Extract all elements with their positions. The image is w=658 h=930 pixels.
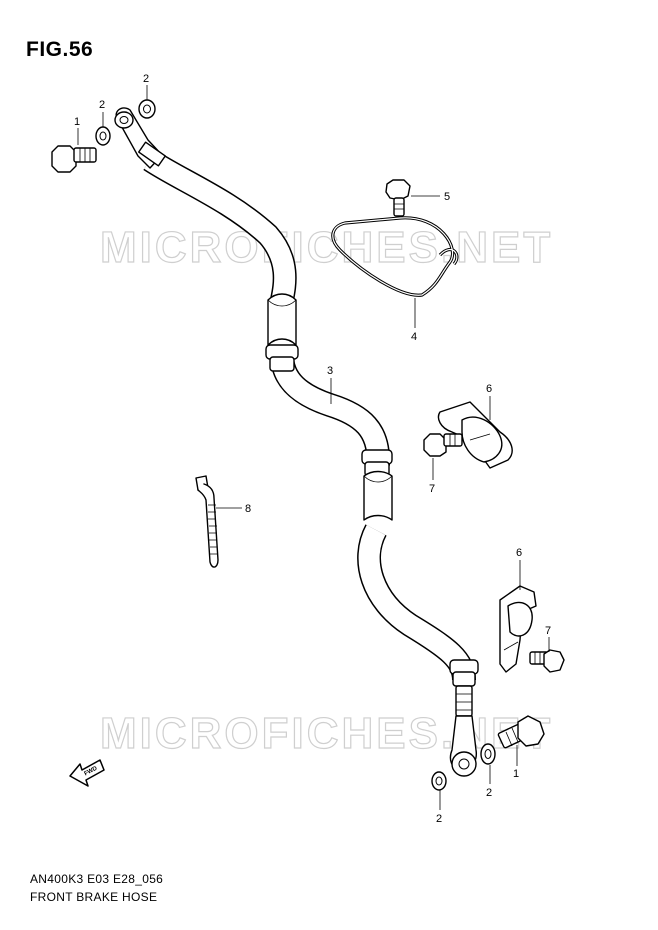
watermark-top: MICROFICHES.NET (100, 223, 553, 272)
washer-lower-a[interactable] (480, 743, 496, 765)
callout-7-upper: 7 (429, 483, 435, 495)
callout-6-upper: 6 (486, 383, 492, 395)
bolt-7-lower[interactable] (529, 649, 565, 673)
brake-hose[interactable] (114, 107, 479, 777)
callout-1-lower: 1 (513, 768, 519, 780)
callout-2-lower-a: 2 (486, 787, 492, 799)
callout-1-upper: 1 (74, 116, 80, 128)
bolt-5[interactable] (385, 179, 411, 217)
hose-clamp-wire[interactable] (331, 216, 459, 297)
callout-labels: 1 2 2 3 4 5 6 7 8 6 7 1 2 2 (74, 73, 551, 825)
washer-upper-b[interactable] (138, 99, 156, 119)
clamp-bracket-upper[interactable] (437, 401, 513, 469)
callout-4: 4 (411, 331, 417, 343)
callout-2-upper-b: 2 (143, 73, 149, 85)
figure-title: FIG.56 (26, 38, 94, 61)
fwd-direction-arrow: FWD (69, 759, 105, 787)
callout-8: 8 (245, 503, 251, 515)
callout-2-lower-b: 2 (436, 813, 442, 825)
washer-lower-b[interactable] (431, 771, 447, 791)
banjo-bolt-upper[interactable] (51, 145, 97, 173)
clamp-bracket-lower[interactable] (499, 585, 537, 673)
callout-3: 3 (327, 365, 333, 377)
callout-6-lower: 6 (516, 547, 522, 559)
washer-upper-a[interactable] (95, 126, 111, 146)
callout-7-lower: 7 (545, 625, 551, 637)
model-code: AN400K3 E03 E28_056 (30, 872, 164, 886)
callout-2-upper-a: 2 (99, 99, 105, 111)
bolt-7-upper[interactable] (423, 433, 463, 457)
banjo-bolt-lower[interactable] (497, 715, 545, 749)
cable-tie[interactable] (195, 475, 219, 568)
section-name: FRONT BRAKE HOSE (30, 890, 158, 904)
callout-5: 5 (444, 191, 450, 203)
leader-lines (77, 85, 550, 810)
